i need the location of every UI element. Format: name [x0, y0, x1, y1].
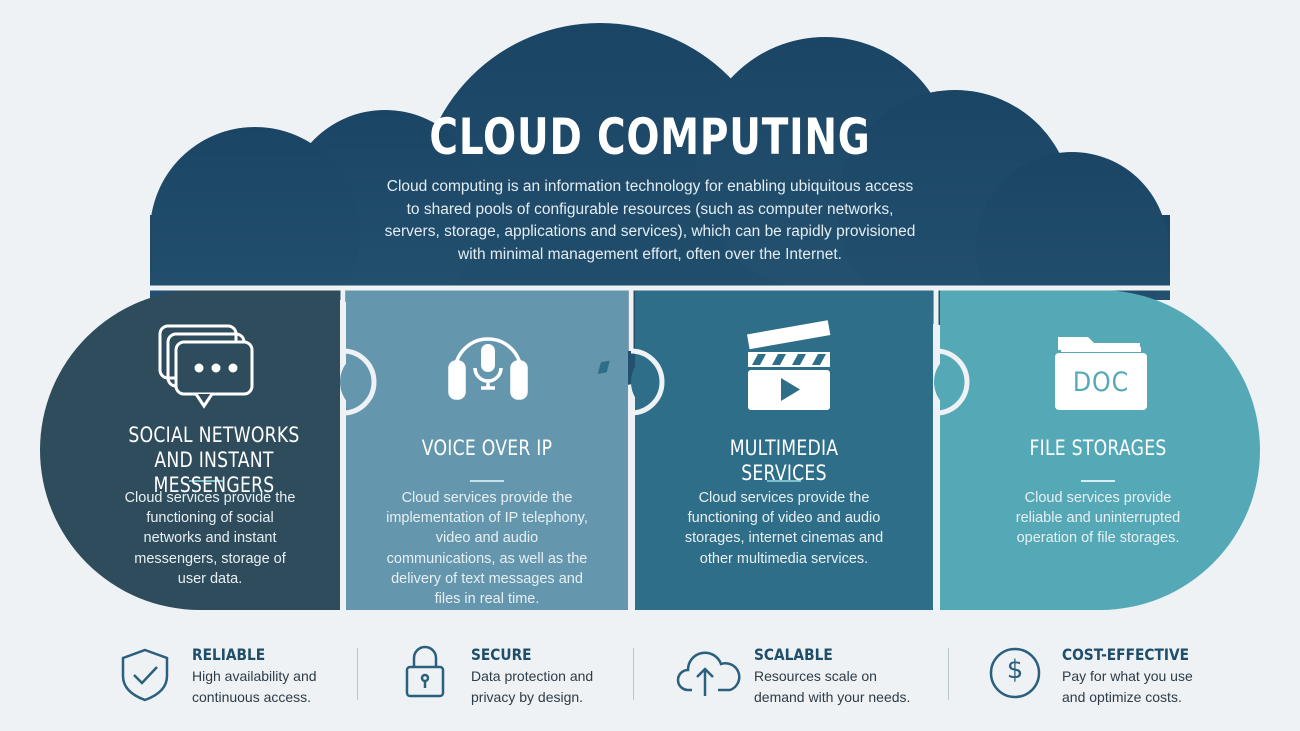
- panel-multimedia-bg: [635, 290, 933, 610]
- padlock-icon: [405, 645, 445, 698]
- chat-bubbles-icon: [158, 324, 254, 409]
- dollar-coin-icon: [989, 647, 1041, 699]
- puzzle-tab: [340, 351, 402, 413]
- clapperboard-icon: [597, 320, 831, 410]
- cloud-upload-icon: [676, 651, 741, 696]
- panel-storage-bg: [940, 290, 1260, 610]
- heading-dividers: [189, 480, 1115, 482]
- panel-voip-bg: [346, 290, 628, 610]
- piece-seams: [40, 285, 1260, 612]
- folder-doc-icon: [1055, 337, 1147, 410]
- headset-microphone-icon: [448, 337, 528, 400]
- shield-check-icon: [121, 648, 169, 702]
- panel-social-bg: [40, 290, 340, 610]
